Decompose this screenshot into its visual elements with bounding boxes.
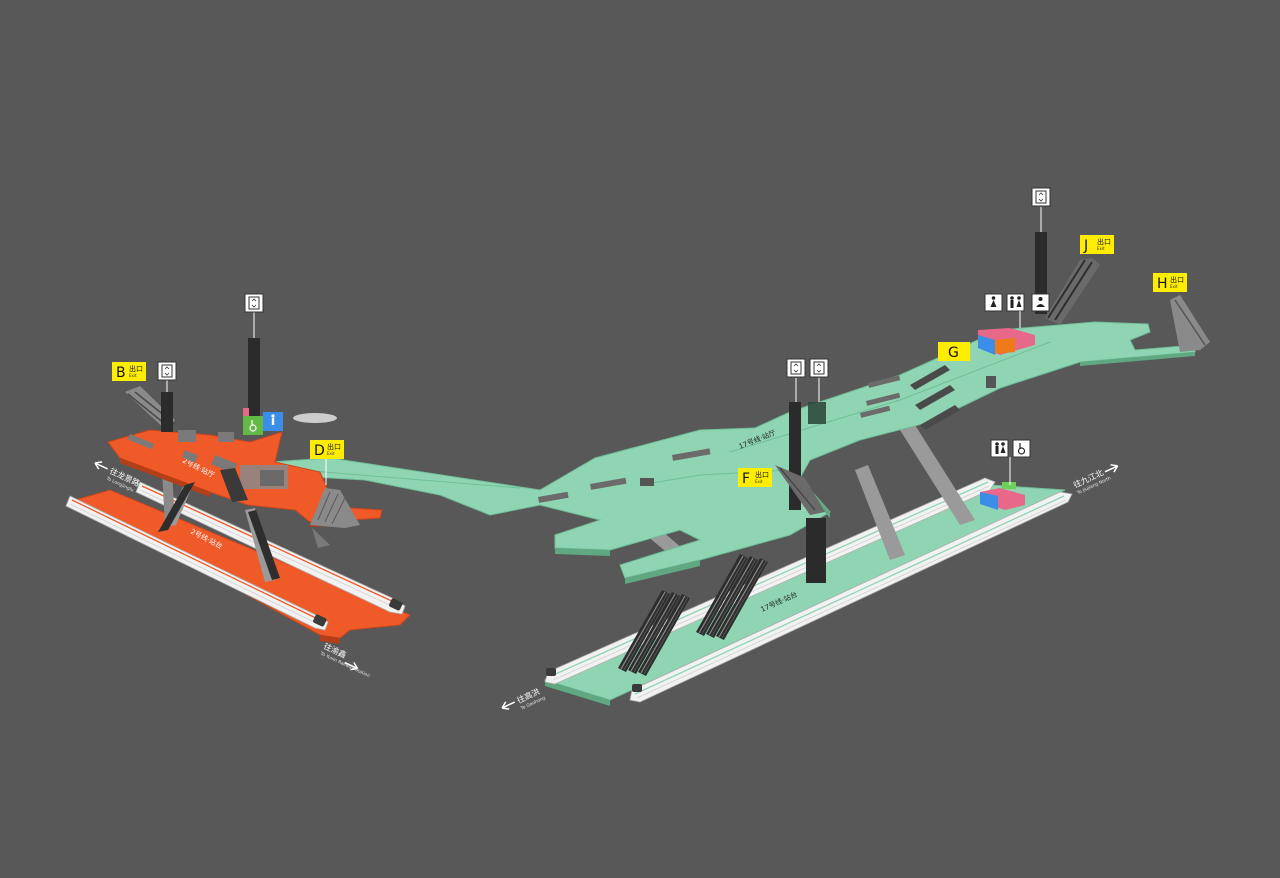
line17-restroom-signs-upper (984, 293, 1050, 328)
wheelchair-icon (1017, 443, 1026, 455)
elevator-icon (786, 358, 806, 378)
direction-yuxin: 往渝鑫 To Yuxin Railway Station (318, 641, 371, 679)
line17-train-south (629, 491, 1073, 703)
exit-h-label[interactable]: H 出口 Exit (1153, 273, 1187, 292)
arrow-right-icon (1104, 464, 1119, 473)
svg-text:F: F (742, 471, 750, 487)
direction-gaohong: 往高洪 To Gaohong (501, 686, 547, 712)
line17-concourse: 17号线·站厅 (269, 321, 1196, 584)
exit-f-stairs[interactable] (775, 465, 825, 515)
arrow-left-icon (501, 701, 516, 710)
svg-text:出口: 出口 (1097, 237, 1111, 246)
line17-gates (538, 375, 996, 503)
svg-text:Exit: Exit (1170, 284, 1178, 289)
exit-d-stairs[interactable] (310, 488, 360, 548)
svg-text:出口: 出口 (1170, 275, 1184, 284)
svg-text:Exit: Exit (327, 451, 335, 456)
svg-text:出口: 出口 (327, 442, 341, 451)
female-restroom-icon (990, 296, 997, 307)
line17-stairs (910, 365, 960, 430)
svg-text:Exit: Exit (129, 373, 137, 378)
svg-text:B: B (116, 365, 126, 381)
wheelchair-icon (249, 420, 257, 432)
arrow-right-icon (344, 661, 359, 671)
elevator-icon (244, 293, 264, 313)
svg-text:D: D (314, 443, 325, 459)
elevator-icon (157, 361, 177, 381)
line2-train-north (65, 495, 329, 631)
exit-f-label[interactable]: F 出口 Exit (738, 468, 772, 487)
male-restroom-icon (995, 442, 1006, 454)
svg-text:J: J (1083, 238, 1088, 254)
line2-platform-floor (73, 489, 411, 639)
exit-j-escalator[interactable] (1045, 258, 1100, 325)
baby-care-icon (1036, 297, 1045, 307)
svg-text:出口: 出口 (129, 364, 143, 373)
direction-jiujiang: 往九江北 To Jiujiang North (1072, 464, 1119, 497)
elevator-icon (809, 358, 829, 378)
svg-text:Exit: Exit (1097, 246, 1105, 251)
exit-g-label[interactable]: G (938, 342, 970, 361)
line2-elevators[interactable] (161, 312, 260, 432)
exit-h-escalator[interactable] (1170, 295, 1210, 352)
line2-facilities (243, 408, 337, 435)
line17-concourse-floor (269, 321, 1196, 579)
line2-escalators[interactable] (158, 468, 280, 580)
svg-text:Exit: Exit (755, 479, 763, 484)
exit-j-label[interactable]: J 出口 Exit (1080, 235, 1114, 254)
elevator-icon (1031, 187, 1051, 207)
arrow-left-icon (94, 461, 109, 470)
exit-b-label[interactable]: B 出口 Exit (112, 362, 146, 381)
male-restroom-icon (271, 414, 275, 425)
line17-restroom-signs-lower (990, 439, 1031, 485)
male-restroom-icon (1010, 296, 1022, 308)
line17-facilities (978, 328, 1035, 510)
svg-text:G: G (948, 345, 959, 361)
svg-text:H: H (1157, 276, 1168, 292)
exit-d-label[interactable]: D 出口 Exit (310, 440, 344, 459)
line2-platform-group: 2号线·站台 (65, 481, 411, 644)
svg-text:出口: 出口 (755, 470, 769, 479)
